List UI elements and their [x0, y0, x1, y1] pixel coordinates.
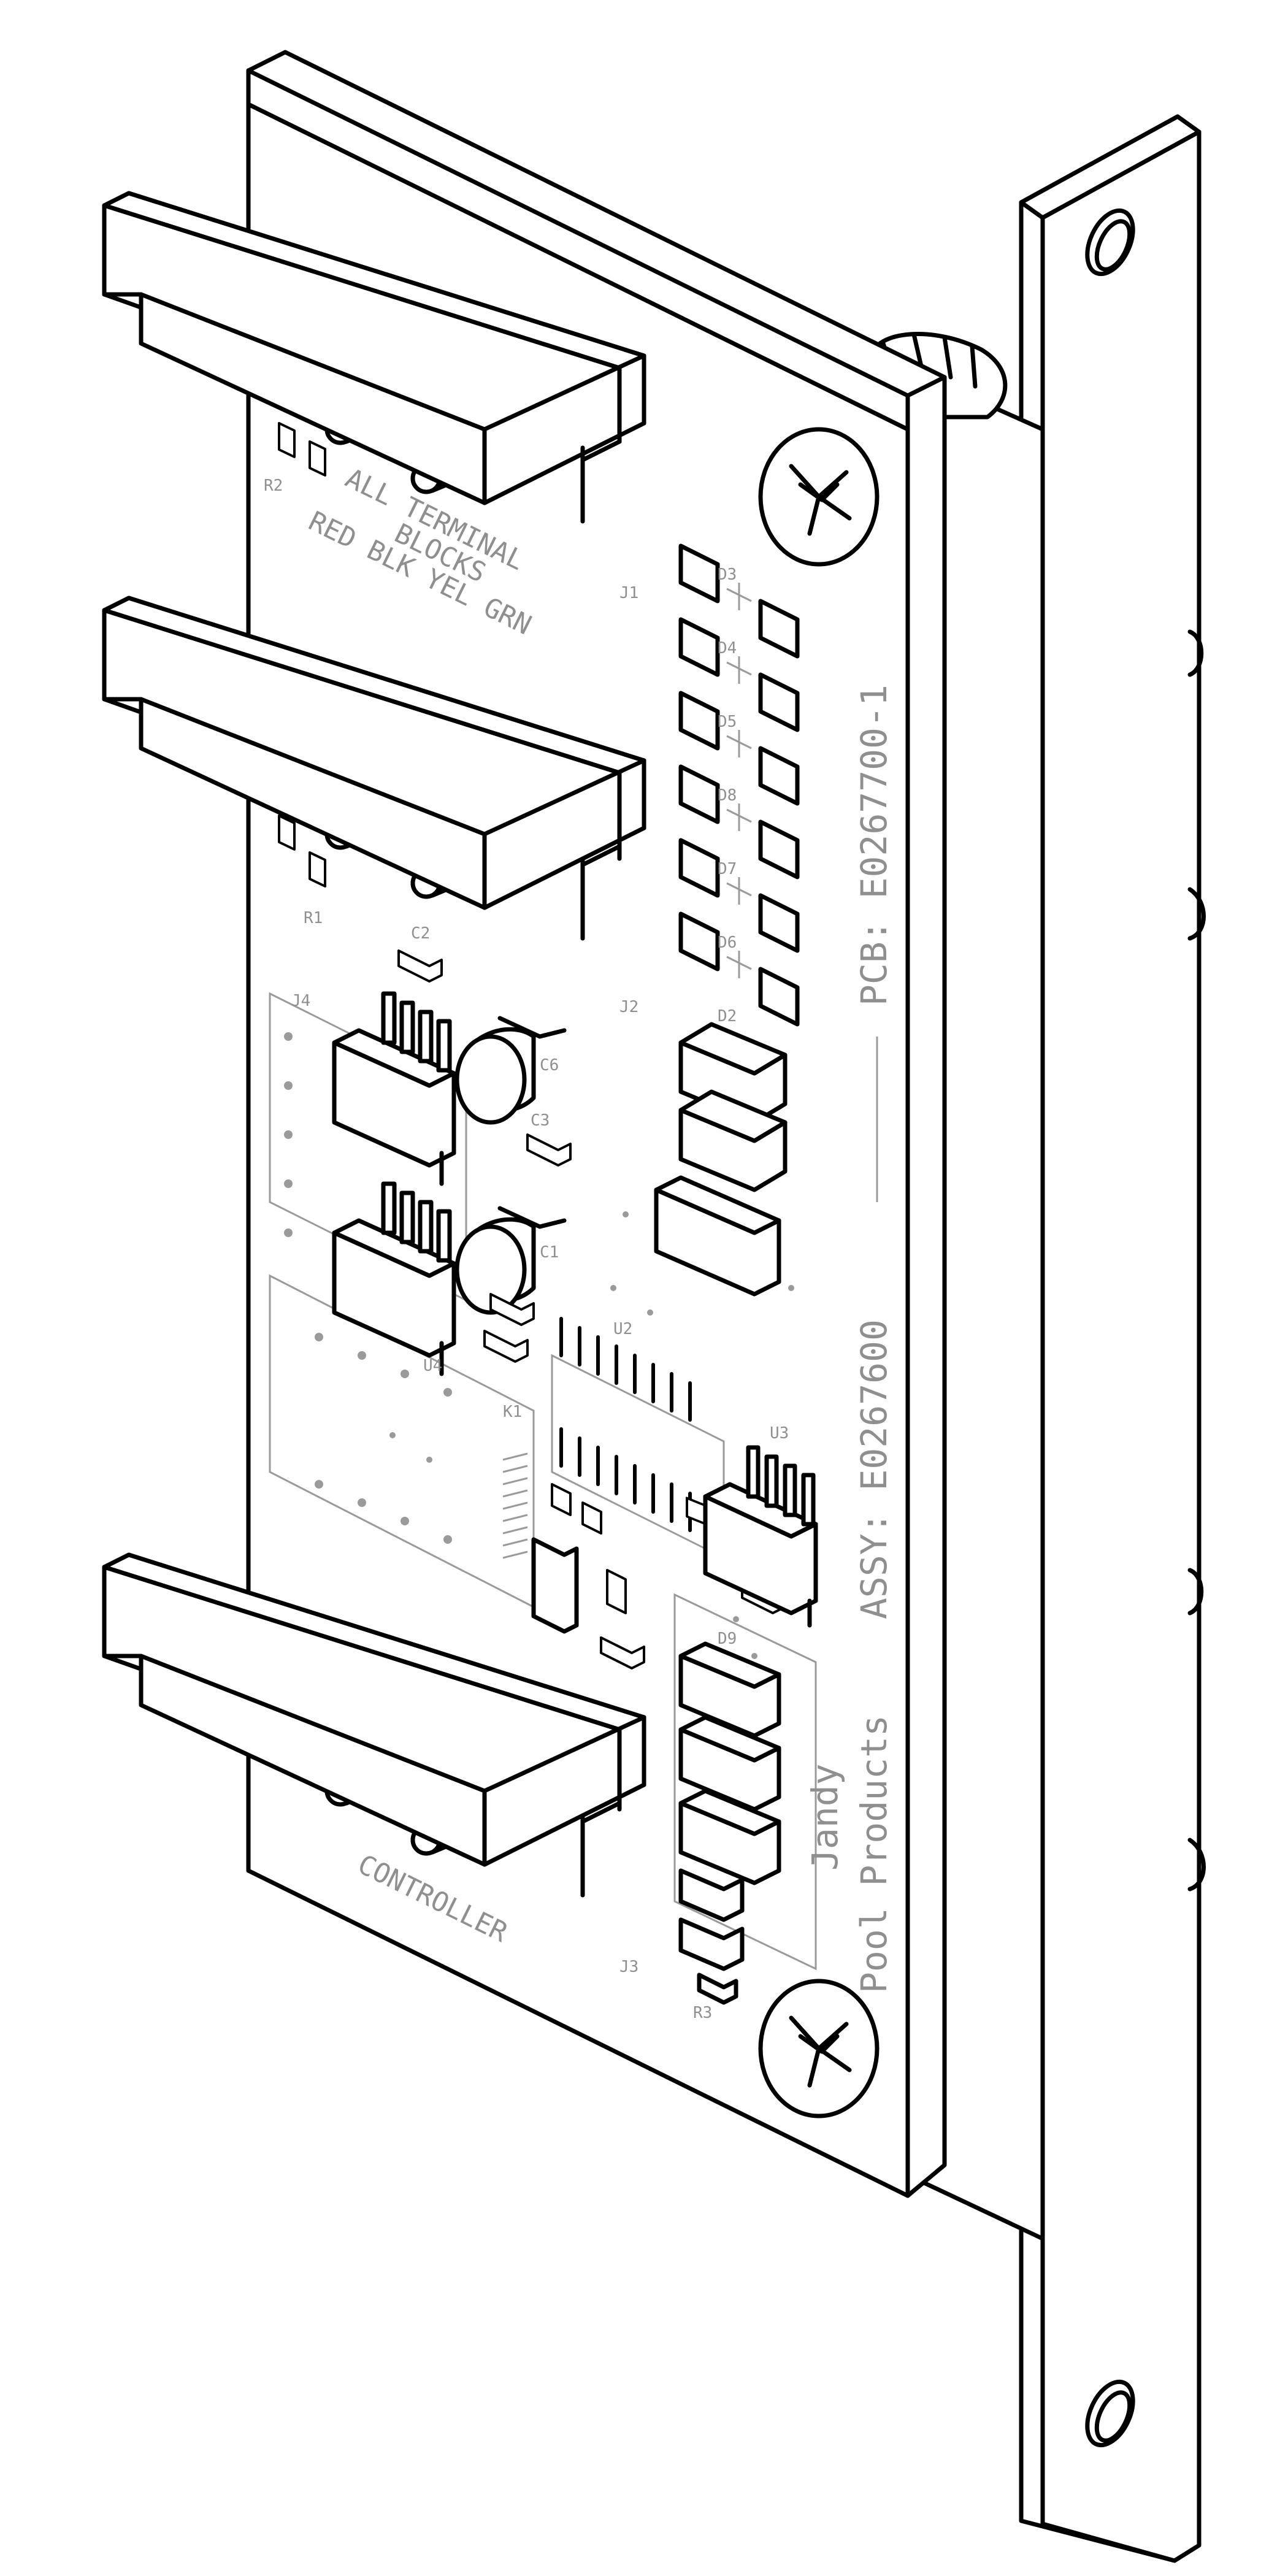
ref-c6: C6 — [540, 1056, 559, 1075]
ref-c1: C1 — [540, 1243, 559, 1262]
ref-d8: D8 — [718, 786, 737, 805]
ref-u2: U2 — [613, 1320, 632, 1338]
ref-j2: J2 — [619, 998, 638, 1016]
terminal-block-j3 — [102, 1552, 646, 1898]
ref-d3: D3 — [718, 565, 737, 584]
ref-j3: J3 — [619, 1958, 638, 1976]
terminal-block-j2 — [102, 596, 646, 941]
regulator-1 — [332, 991, 456, 1186]
ref-d5: D5 — [718, 713, 737, 731]
ref-r3: R3 — [693, 2004, 712, 2022]
ref-d7: D7 — [718, 860, 737, 878]
brand-pool-products: Pool Products — [853, 1715, 895, 1993]
ref-d6: D6 — [718, 933, 737, 952]
smd-blocks-lower — [678, 1641, 781, 2005]
regulator-2 — [332, 1181, 456, 1376]
ref-r1: R1 — [304, 909, 323, 927]
screw-bottom — [758, 1979, 880, 2118]
ref-k1: K1 — [503, 1403, 522, 1421]
terminal-block-j1 — [102, 191, 646, 524]
capacitor-c6 — [454, 1016, 567, 1125]
diode-array — [678, 543, 800, 1027]
ref-d4: D4 — [718, 639, 737, 657]
brand-jandy: Jandy — [804, 1763, 846, 1871]
pcb-number-label: PCB: E0267700-1 — [853, 684, 895, 1006]
ref-j1: J1 — [619, 584, 638, 602]
ref-r2: R2 — [264, 477, 283, 495]
ref-d2: D2 — [718, 1007, 737, 1025]
ref-j4: J4 — [291, 992, 310, 1010]
ref-d9: D9 — [718, 1630, 737, 1648]
capacitor-c1 — [454, 1206, 567, 1315]
smd-blocks-right — [654, 1022, 788, 1533]
regulator-u3 — [703, 1445, 818, 1628]
screw-top — [758, 427, 880, 567]
assy-number-label: ASSY: E0267600 — [853, 1319, 895, 1619]
ref-c3: C3 — [531, 1111, 550, 1130]
ref-u3: U3 — [770, 1424, 789, 1443]
ref-c2: C2 — [411, 924, 430, 943]
ref-u4: U4 — [423, 1357, 442, 1375]
